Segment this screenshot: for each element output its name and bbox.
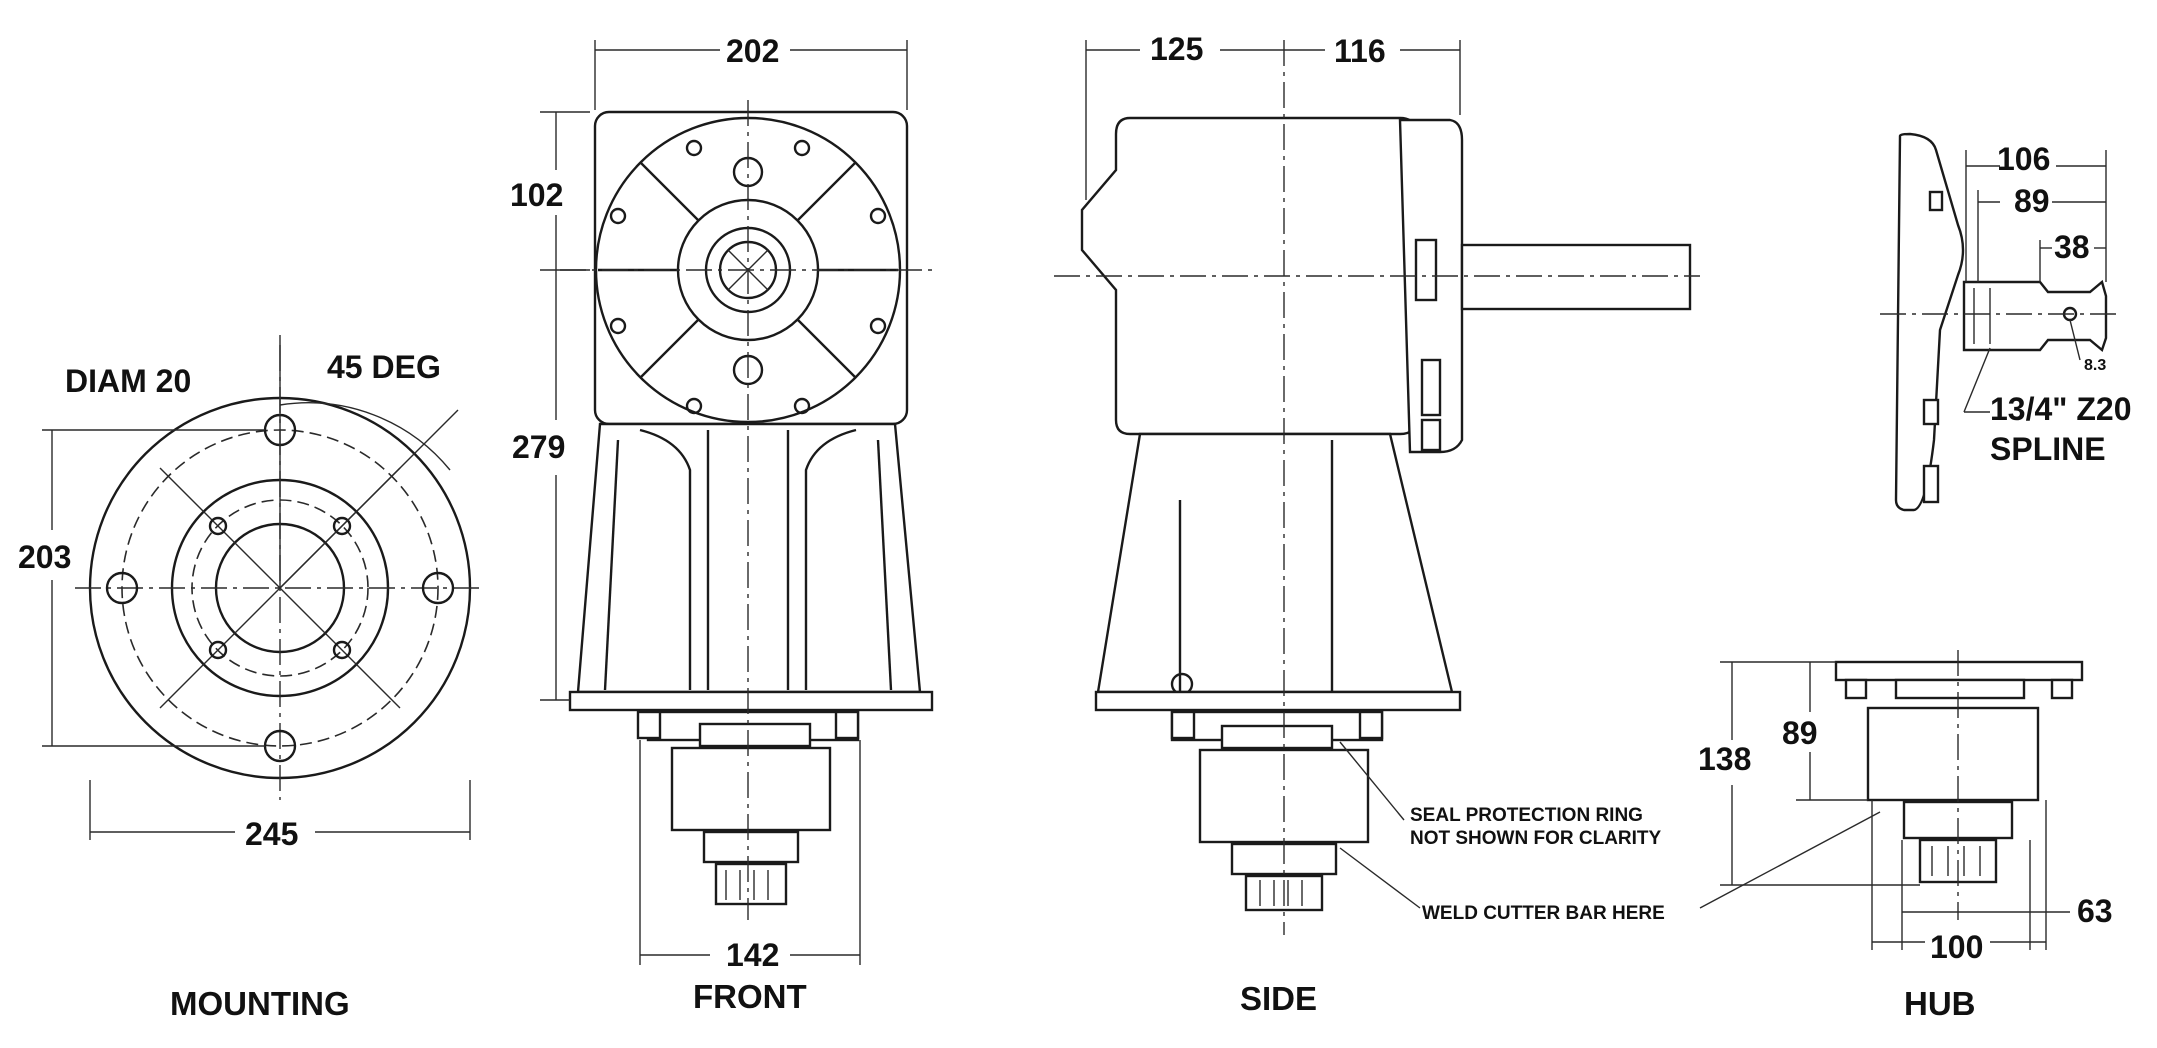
spline-shaft bbox=[1962, 279, 2108, 353]
front-base-plate bbox=[568, 690, 934, 712]
side-view-title: SIDE bbox=[1240, 980, 1317, 1017]
mounting-height-dim: 203 bbox=[18, 539, 71, 575]
shaft-detail: 106 89 38 8.3 13/4" Z20 SPLINE bbox=[1880, 132, 2131, 512]
shaft-dim-mid: 89 bbox=[2014, 183, 2050, 219]
shaft-flange bbox=[1894, 132, 1965, 512]
spline-label-line1: 13/4" Z20 bbox=[1990, 391, 2131, 427]
mounting-diam-label: DIAM 20 bbox=[65, 363, 191, 399]
side-left-dim: 125 bbox=[1150, 31, 1203, 67]
front-view: 202 102 279 142 FRONT bbox=[510, 33, 935, 1015]
hub-height-dim: 138 bbox=[1698, 741, 1751, 777]
mounting-angle-label: 45 DEG bbox=[327, 349, 441, 385]
side-input-shaft bbox=[1460, 243, 1692, 311]
shaft-dim-short: 38 bbox=[2054, 229, 2090, 265]
mounting-view: DIAM 20 45 DEG 203 245 MOUNTING bbox=[18, 335, 485, 1022]
seal-note-line1: SEAL PROTECTION RING bbox=[1410, 805, 1643, 826]
spline-label-line2: SPLINE bbox=[1990, 431, 2106, 467]
weld-note: WELD CUTTER BAR HERE bbox=[1422, 903, 1665, 924]
front-top-width-dim: 202 bbox=[726, 33, 779, 69]
front-body-height-dim: 279 bbox=[512, 429, 565, 465]
hub-bottom-dim: 63 bbox=[2077, 893, 2113, 929]
front-upper-height-dim: 102 bbox=[510, 177, 563, 213]
mounting-width-dim: 245 bbox=[245, 816, 298, 852]
hub-width-dim: 100 bbox=[1930, 929, 1983, 965]
side-base-plate bbox=[1094, 690, 1462, 712]
mounting-view-title: MOUNTING bbox=[170, 985, 350, 1022]
hub-plate bbox=[1834, 660, 2084, 682]
hub-inner-dim: 89 bbox=[1782, 715, 1818, 751]
front-view-title: FRONT bbox=[693, 978, 807, 1015]
front-base-width-dim: 142 bbox=[726, 937, 779, 973]
shaft-hole-dim: 8.3 bbox=[2084, 357, 2106, 374]
side-view: 125 116 SEAL PROTECTION RING NOT SHOWN F… bbox=[1054, 31, 1700, 1017]
front-lower-body bbox=[576, 422, 922, 694]
hub-body bbox=[1866, 706, 2040, 802]
hub-view-title: HUB bbox=[1904, 985, 1976, 1022]
seal-note-line2: NOT SHOWN FOR CLARITY bbox=[1410, 828, 1662, 849]
side-right-dim: 116 bbox=[1334, 33, 1386, 69]
side-lower-body bbox=[1096, 432, 1454, 694]
hub-view: 138 89 63 100 HUB bbox=[1698, 650, 2113, 1022]
front-hub bbox=[670, 746, 832, 832]
shaft-dim-total: 106 bbox=[1997, 141, 2050, 177]
